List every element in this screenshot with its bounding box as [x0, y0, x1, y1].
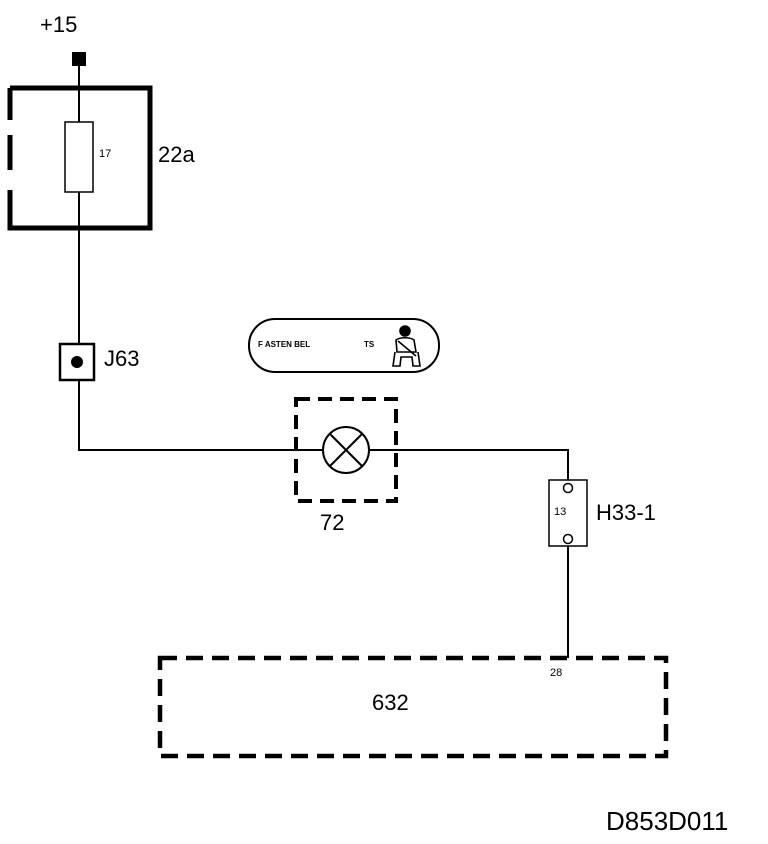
indicator-text-left: F ASTEN BEL — [258, 340, 310, 349]
supply-label: +15 — [40, 12, 77, 37]
module-pin: 28 — [550, 667, 562, 679]
fuse-element — [64, 121, 94, 193]
connector-h33-1 — [548, 479, 588, 547]
supply-terminal — [72, 52, 86, 66]
connector-h33-label: H33-1 — [596, 500, 656, 525]
drawing-code: D853D011 — [606, 806, 728, 836]
wire-lamp-to-h33 — [369, 449, 569, 480]
wire-j63-to-lamp — [78, 380, 322, 451]
fuse-box — [7, 85, 153, 231]
fuse-box-label: 22a — [158, 142, 195, 167]
fuse-number: 17 — [99, 148, 111, 160]
lamp-cross-icon — [322, 426, 370, 474]
lamp-housing — [294, 397, 398, 503]
connector-h33-pin: 13 — [554, 506, 566, 518]
connector-j63 — [58, 342, 96, 382]
module-box — [157, 655, 669, 759]
module-label: 632 — [372, 690, 409, 715]
lamp-label: 72 — [320, 510, 344, 535]
fasten-belts-indicator — [248, 318, 440, 373]
connector-j63-label: J63 — [104, 346, 139, 371]
indicator-text-right: TS — [364, 340, 375, 349]
seatbelt-person-icon — [392, 325, 421, 367]
